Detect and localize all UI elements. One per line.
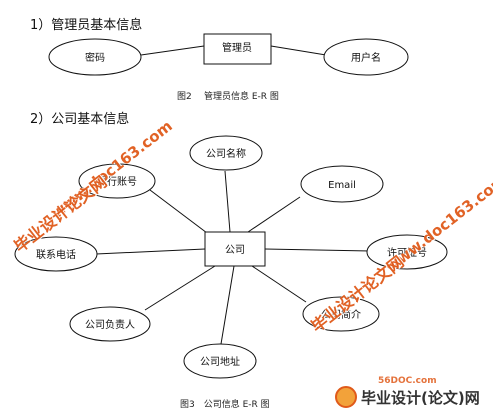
logo-icon [335,386,357,408]
attr-bank-account-label: 银行账号 [97,175,137,188]
attr-manager-ellipse [69,306,151,342]
attr-address-label: 公司地址 [200,355,240,368]
company-er-diagram [14,135,448,379]
edge-admin-password [140,45,205,56]
corner-logo: 毕业设计(论文)网 [335,386,480,408]
edge-company-manager [144,265,216,311]
attr-email-ellipse [300,165,384,203]
admin-er-diagram [48,33,409,76]
edge-company-email [247,196,301,233]
attr-phone-label: 联系电话 [36,248,76,261]
figure-2-caption-title: 管理员信息 E-R 图 [204,92,279,102]
attr-username-label: 用户名 [351,51,381,64]
attr-username-ellipse [323,38,409,76]
corner-site: 56DOC.com [378,376,437,386]
attr-license-ellipse [366,234,448,270]
edge-company-license [264,248,371,252]
entity-admin-label: 管理员 [222,41,252,54]
attr-company-name-label: 公司名称 [206,147,246,160]
edge-company-address [220,265,235,345]
attr-manager-label: 公司负责人 [85,318,135,331]
entity-company-box [204,231,266,267]
entity-company-label: 公司 [225,245,245,256]
attr-intro-label: 公司简介 [321,308,361,321]
section-1-heading: 1）管理员基本信息 [30,18,143,33]
figure-2-caption-number: 图2 [177,92,192,102]
section-2-heading: 2）公司基本信息 [30,112,130,127]
attr-license-label: 许可证号 [387,247,427,259]
attr-email-label: Email [328,180,356,191]
attr-password-ellipse [48,38,142,76]
attr-company-name-ellipse [189,135,263,171]
edge-company-intro [251,265,307,303]
edge-company-name [224,170,231,233]
entity-admin-box [203,33,272,65]
edge-admin-username [270,45,327,56]
attr-password-label: 密码 [85,51,105,64]
attr-intro-ellipse [302,296,380,332]
corner-brand: 毕业设计(论文)网 [361,388,480,407]
attr-address-ellipse [183,343,257,379]
attr-phone-ellipse [14,236,98,272]
edge-company-phone [95,248,206,255]
figure-3-caption: 图3 公司信息 E-R 图 [180,400,270,410]
attr-bank-account-ellipse [78,163,156,199]
edge-company-bank [149,189,212,237]
